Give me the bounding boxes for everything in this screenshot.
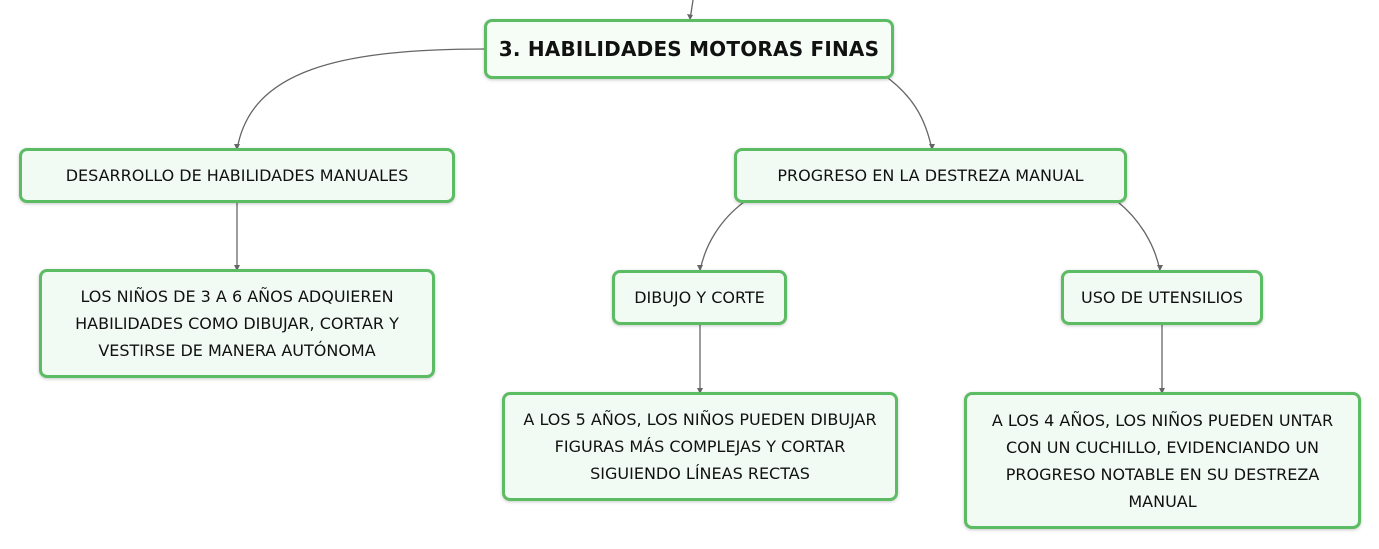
arrowhead <box>234 144 240 150</box>
topic-label: DESARROLLO DE HABILIDADES MANUALES <box>65 166 409 185</box>
detail-text: LOS NIÑOS DE 3 A 6 AÑOS ADQUIEREN HABILI… <box>75 287 399 360</box>
detail-dibujo-y-corte[interactable]: A LOS 5 AÑOS, LOS NIÑOS PUEDEN DIBUJAR F… <box>502 392 898 501</box>
topic-label: DIBUJO Y CORTE <box>634 288 765 307</box>
topic-dibujo-y-corte[interactable]: DIBUJO Y CORTE <box>612 270 787 325</box>
arrowhead <box>697 265 703 271</box>
detail-uso-de-utensilios[interactable]: A LOS 4 AÑOS, LOS NIÑOS PUEDEN UNTAR CON… <box>964 392 1361 529</box>
root-topic-label: 3. HABILIDADES MOTORAS FINAS <box>498 36 880 61</box>
detail-text: A LOS 5 AÑOS, LOS NIÑOS PUEDEN DIBUJAR F… <box>523 410 877 483</box>
topic-label: USO DE UTENSILIOS <box>1081 288 1243 307</box>
topic-progreso-destreza-manual[interactable]: PROGRESO EN LA DESTREZA MANUAL <box>734 148 1127 203</box>
connector-progreso-to-utensilios <box>1117 201 1161 272</box>
detail-habilidades-manuales[interactable]: LOS NIÑOS DE 3 A 6 AÑOS ADQUIEREN HABILI… <box>39 269 435 378</box>
topic-uso-de-utensilios[interactable]: USO DE UTENSILIOS <box>1061 270 1263 325</box>
arrowhead <box>1159 388 1165 394</box>
arrowhead <box>234 265 240 271</box>
detail-text: A LOS 4 AÑOS, LOS NIÑOS PUEDEN UNTAR CON… <box>991 410 1334 511</box>
topic-label: PROGRESO EN LA DESTREZA MANUAL <box>777 166 1084 185</box>
root-topic-node[interactable]: 3. HABILIDADES MOTORAS FINAS <box>484 19 894 79</box>
arrowhead <box>687 14 693 20</box>
connector-progreso-to-dibujo <box>699 201 745 272</box>
connector-root-to-progreso <box>887 77 933 151</box>
topic-desarrollo-habilidades-manuales[interactable]: DESARROLLO DE HABILIDADES MANUALES <box>19 148 455 203</box>
arrowhead <box>697 388 703 394</box>
arrowhead <box>1157 265 1163 271</box>
connector-root-to-manuales <box>236 48 487 151</box>
arrowhead <box>929 144 935 150</box>
